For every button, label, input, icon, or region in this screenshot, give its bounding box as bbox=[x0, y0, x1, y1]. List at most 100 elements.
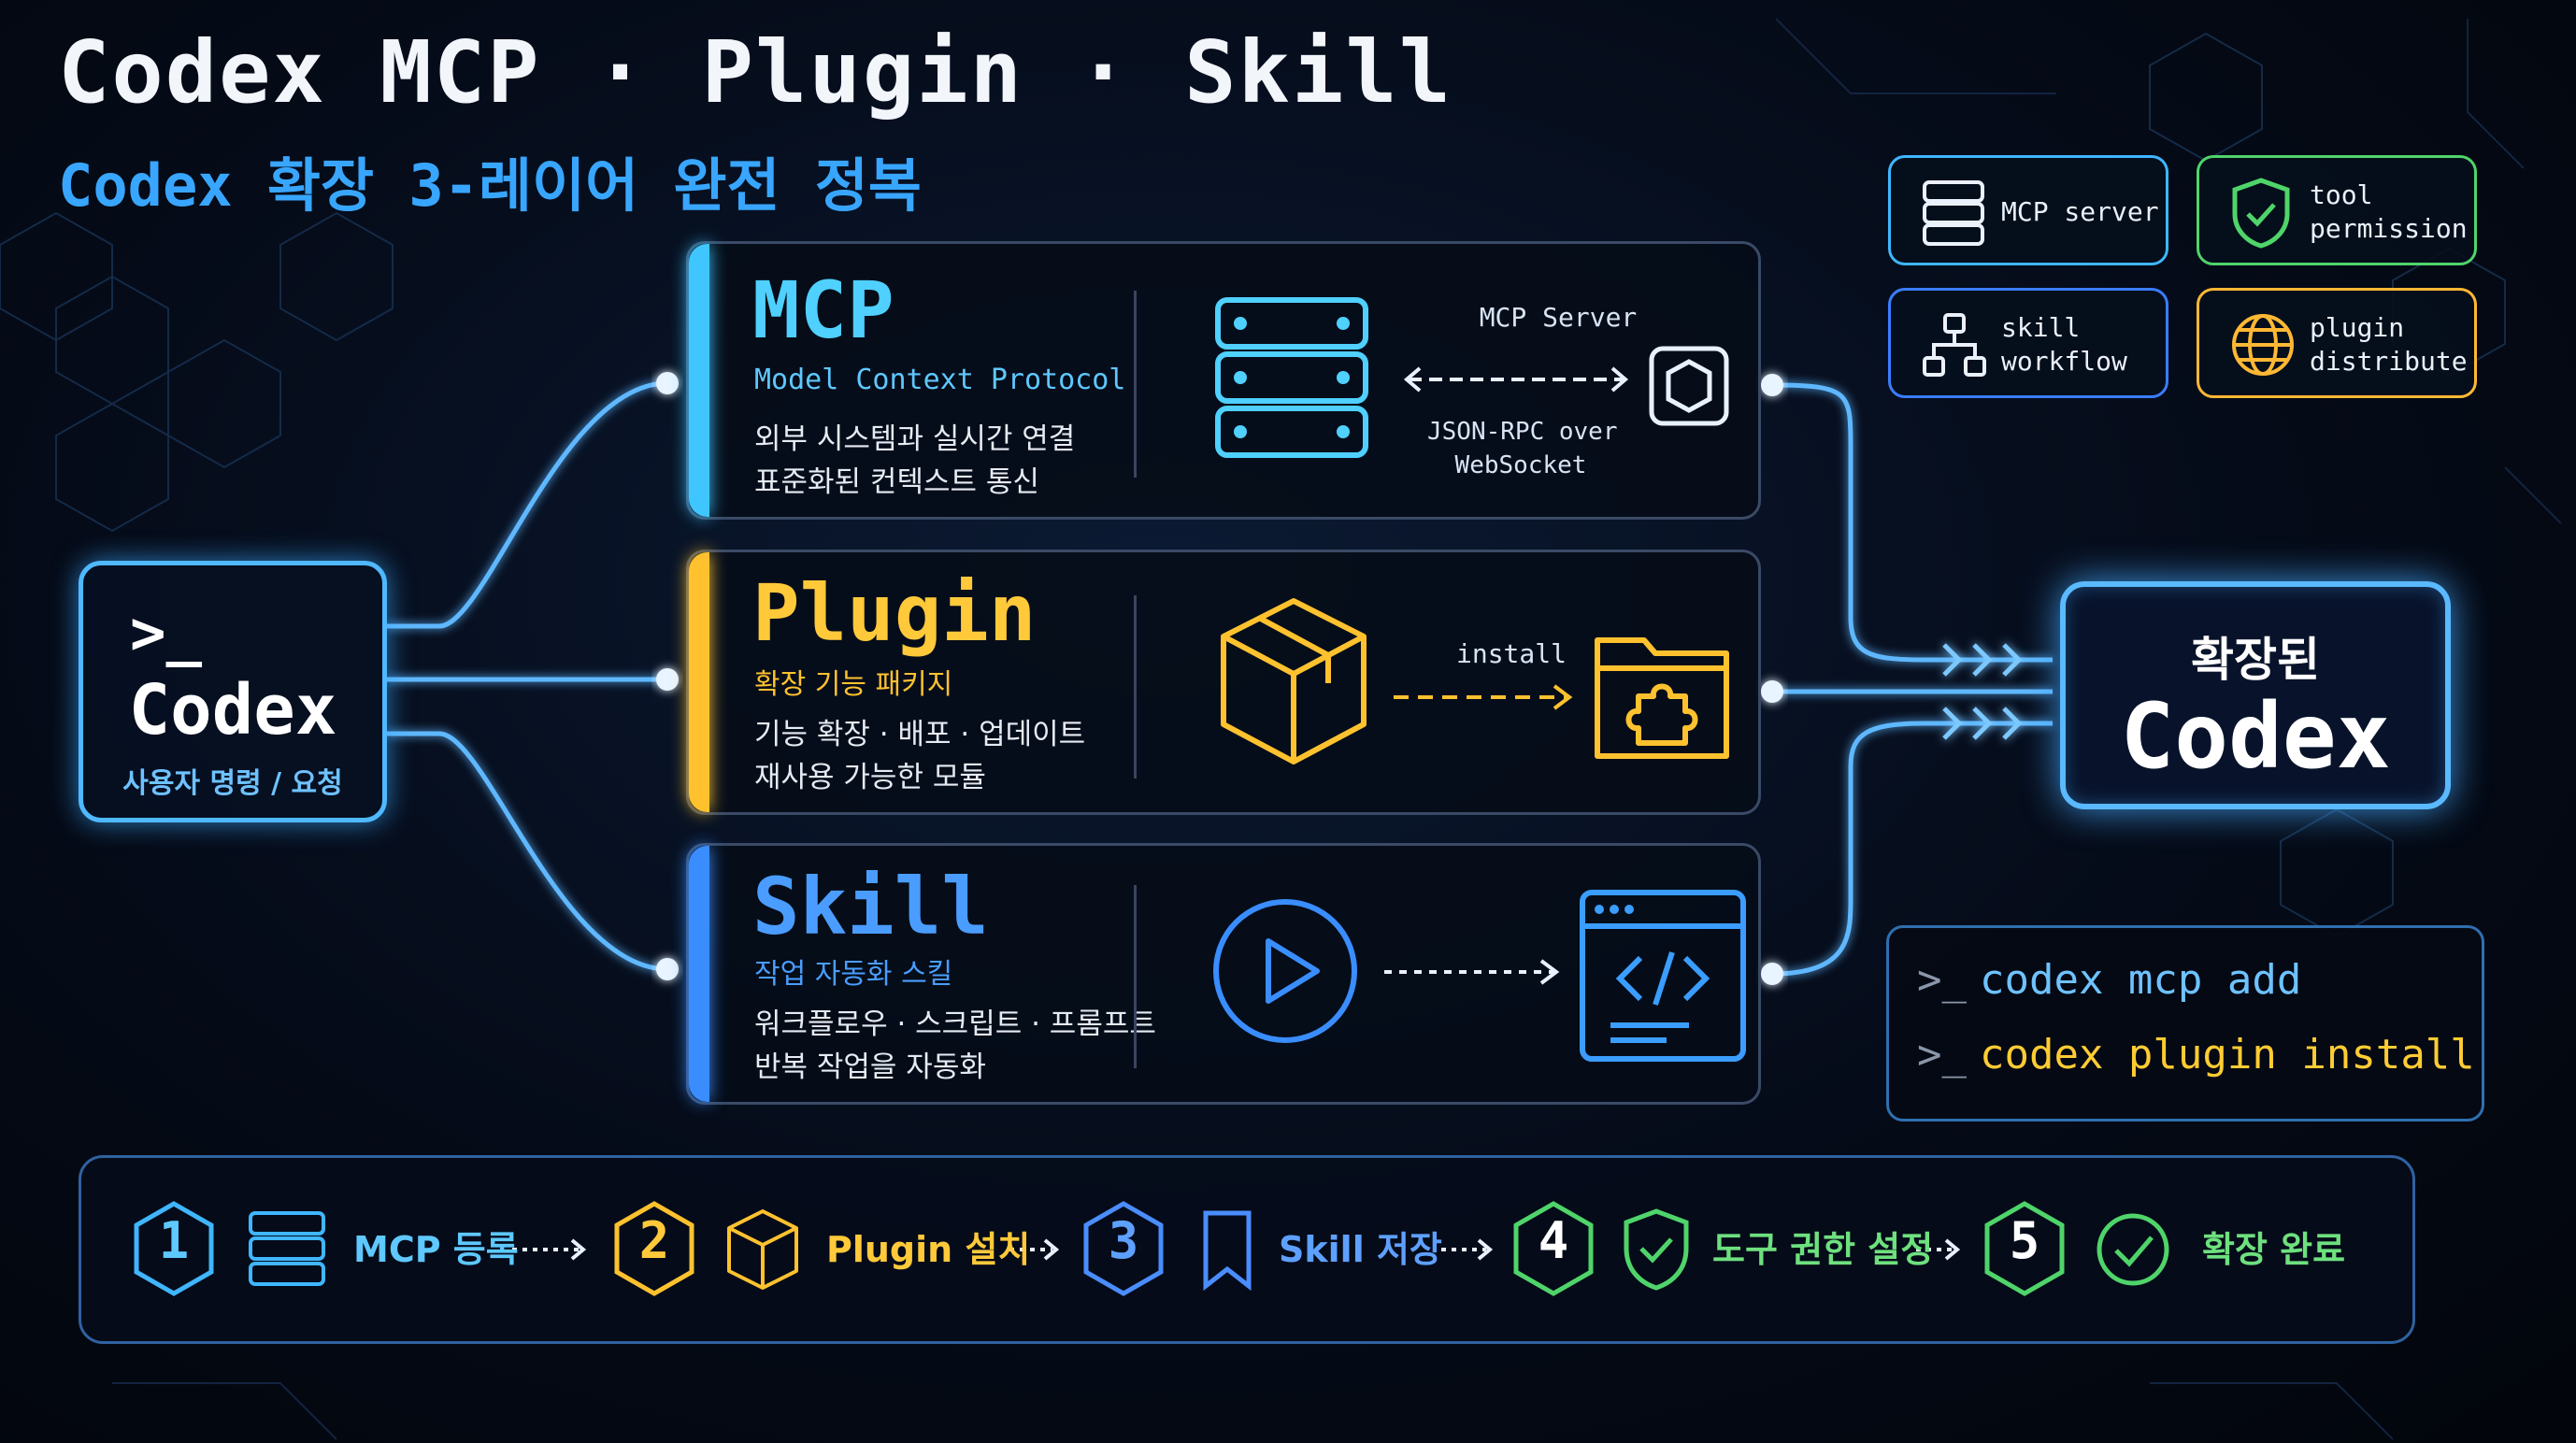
result-extended-codex: 확장된 Codex bbox=[2060, 581, 2451, 809]
badge-text-1: skill bbox=[2001, 312, 2081, 343]
badge-text-1: tool bbox=[2310, 179, 2373, 210]
codex-input-box: >_ Codex 사용자 명령 / 요청 bbox=[79, 561, 387, 822]
chevron-arrows-icon bbox=[1942, 643, 2023, 740]
protocol-label-2: WebSocket bbox=[1454, 451, 1587, 479]
step-hex-1 bbox=[134, 1201, 214, 1296]
page-title: Codex MCP · Plugin · Skill bbox=[58, 22, 1453, 122]
divider bbox=[1134, 291, 1137, 478]
circuit-decoration bbox=[112, 18, 2562, 1440]
badge-mcp-server: MCP server bbox=[1888, 155, 2168, 265]
hex-grid-decoration bbox=[0, 32, 2506, 938]
layer-title: Skill bbox=[752, 861, 989, 952]
layer-mcp: MCP Model Context Protocol 외부 시스템과 실시간 연… bbox=[686, 241, 1761, 520]
layer-plugin: Plugin 확장 기능 패키지 기능 확장 · 배포 · 업데이트 재사용 가… bbox=[686, 550, 1761, 815]
layer-skill: Skill 작업 자동화 스킬 워크플로우 · 스크립트 · 프롬프트 반복 작… bbox=[686, 843, 1761, 1105]
step-label-1: MCP 등록 bbox=[353, 1229, 519, 1270]
step-hex-5 bbox=[1984, 1201, 2065, 1296]
box-icon bbox=[1221, 598, 1367, 764]
layer-desc-1: 워크플로우 · 스크립트 · 프롬프트 bbox=[754, 1007, 1156, 1041]
layer-desc-2: 표준화된 컨텍스트 통신 bbox=[754, 465, 1039, 499]
badge-plugin-distribute: plugin distribute bbox=[2197, 288, 2477, 398]
protocol-label-1: JSON-RPC over bbox=[1427, 418, 1618, 446]
badge-text: MCP server bbox=[2001, 196, 2159, 227]
step-hex-3 bbox=[1083, 1201, 1164, 1296]
terminal-prompt-icon: >_ bbox=[130, 599, 203, 668]
websocket-endpoint-icon bbox=[1649, 346, 1729, 426]
connector-dot bbox=[1761, 963, 1783, 985]
layer-stripe bbox=[689, 552, 709, 812]
result-connector-lines bbox=[1771, 382, 2053, 977]
layer-subtitle: Model Context Protocol bbox=[754, 364, 1126, 396]
connector-dot bbox=[656, 372, 679, 394]
command-box: >_codex mcp add >_codex plugin install bbox=[1886, 925, 2484, 1122]
code-window-icon bbox=[1580, 890, 1746, 1062]
shield-check-icon bbox=[2232, 178, 2290, 249]
codex-caption: 사용자 명령 / 요청 bbox=[122, 767, 343, 800]
step-label-5: 확장 완료 bbox=[2202, 1229, 2346, 1270]
step-label-3: Skill 저장 bbox=[1279, 1229, 1442, 1270]
step-number-4: 4 bbox=[1538, 1211, 1569, 1270]
codex-connector-lines bbox=[387, 380, 668, 972]
box-icon bbox=[727, 1209, 798, 1290]
server-icon bbox=[249, 1211, 325, 1286]
install-label: install bbox=[1455, 638, 1567, 669]
badge-text-2: permission bbox=[2310, 213, 2468, 244]
puzzle-folder-icon bbox=[1595, 637, 1729, 759]
badge-text-2: distribute bbox=[2310, 346, 2468, 377]
step-hex-2 bbox=[614, 1201, 694, 1296]
layer-title: Plugin bbox=[752, 567, 1037, 659]
shield-check-icon bbox=[1624, 1208, 1689, 1291]
layer-subtitle: 작업 자동화 스킬 bbox=[754, 958, 953, 991]
codex-label: Codex bbox=[128, 670, 337, 750]
layer-desc-2: 반복 작업을 자동화 bbox=[754, 1050, 986, 1084]
play-icon bbox=[1213, 899, 1357, 1043]
command-text: codex mcp add bbox=[1979, 956, 2302, 1004]
badge-skill-workflow: skill workflow bbox=[1888, 288, 2168, 398]
result-line-1: 확장된 bbox=[2191, 633, 2320, 687]
connector-dot bbox=[1761, 680, 1783, 703]
layer-stripe bbox=[689, 244, 709, 517]
terminal-prompt-icon: >_ bbox=[1917, 956, 1967, 1004]
step-number-5: 5 bbox=[2009, 1211, 2040, 1270]
arrow-right-icon bbox=[1394, 684, 1573, 710]
globe-icon bbox=[2232, 314, 2294, 376]
step-label-2: Plugin 설치 bbox=[826, 1229, 1031, 1270]
step-arrows bbox=[512, 1238, 1961, 1261]
connector-dot bbox=[656, 668, 679, 691]
page-subtitle: Codex 확장 3-레이어 완전 정복 bbox=[58, 151, 922, 220]
bidirectional-arrow-icon bbox=[1403, 366, 1629, 393]
badge-tool-permission: tool permission bbox=[2197, 155, 2477, 265]
layer-desc-1: 기능 확장 · 배포 · 업데이트 bbox=[754, 718, 1086, 751]
layer-title: MCP bbox=[752, 264, 894, 356]
bookmark-icon bbox=[1203, 1210, 1252, 1292]
step-number-2: 2 bbox=[638, 1211, 670, 1270]
step-number-3: 3 bbox=[1108, 1211, 1139, 1270]
divider bbox=[1134, 885, 1137, 1068]
mcp-server-label: MCP Server bbox=[1479, 302, 1638, 333]
command-line-1: >_codex mcp add bbox=[1917, 956, 2301, 1004]
connector-dot bbox=[656, 958, 679, 980]
arrow-right-icon bbox=[1384, 959, 1560, 985]
server-icon bbox=[1215, 297, 1368, 458]
layer-subtitle: 확장 기능 패키지 bbox=[754, 668, 953, 701]
divider bbox=[1134, 595, 1137, 779]
workflow-icon bbox=[1923, 313, 1986, 377]
step-label-4: 도구 권한 설정 bbox=[1712, 1229, 1934, 1270]
connector-dot bbox=[1761, 374, 1783, 396]
badge-text-1: plugin bbox=[2310, 312, 2405, 343]
layer-desc-2: 재사용 가능한 모듈 bbox=[754, 761, 986, 794]
command-text: codex plugin install bbox=[1979, 1031, 2475, 1079]
check-circle-icon bbox=[2097, 1213, 2169, 1286]
badge-text-2: workflow bbox=[2001, 346, 2127, 377]
terminal-prompt-icon: >_ bbox=[1917, 1031, 1967, 1079]
command-line-2: >_codex plugin install bbox=[1917, 1031, 2475, 1079]
step-number-1: 1 bbox=[158, 1211, 190, 1270]
step-hex-4 bbox=[1513, 1201, 1594, 1296]
layer-stripe bbox=[689, 846, 709, 1102]
result-line-2: Codex bbox=[2120, 684, 2391, 789]
layer-desc-1: 외부 시스템과 실시간 연결 bbox=[754, 422, 1076, 456]
server-icon bbox=[1923, 180, 1984, 246]
